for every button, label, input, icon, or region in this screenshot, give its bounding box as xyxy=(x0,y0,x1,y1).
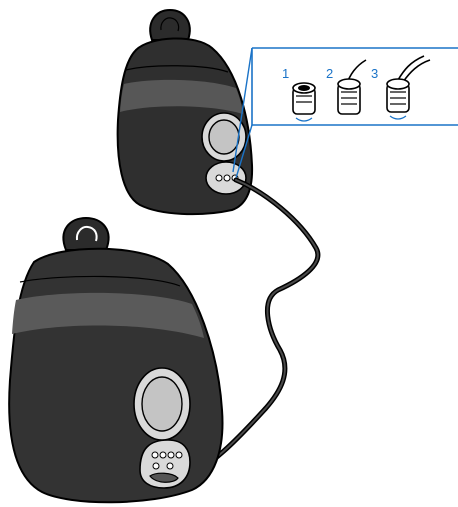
step-1-label: 1 xyxy=(282,66,289,81)
upper-speaker-band xyxy=(120,79,243,114)
lower-speaker-band xyxy=(12,292,204,338)
lower-speaker-hook xyxy=(62,216,110,251)
lower-speaker-port-panel xyxy=(139,439,191,489)
lower-speaker xyxy=(8,216,224,504)
step-2-label: 2 xyxy=(326,66,333,81)
step-3-label: 3 xyxy=(371,66,378,81)
connector-step-1: 1 xyxy=(282,66,316,122)
lower-speaker-woofer xyxy=(133,367,191,441)
upper-speaker xyxy=(116,8,254,216)
callout-frame xyxy=(251,47,458,126)
connector-step-2: 2 xyxy=(326,59,367,115)
upper-speaker-port-panel xyxy=(205,161,247,195)
upper-speaker-hook xyxy=(149,8,191,41)
connector-callout: 1 2 3 xyxy=(232,47,458,179)
connector-step-3: 3 xyxy=(371,55,431,120)
upper-speaker-woofer xyxy=(201,112,247,162)
